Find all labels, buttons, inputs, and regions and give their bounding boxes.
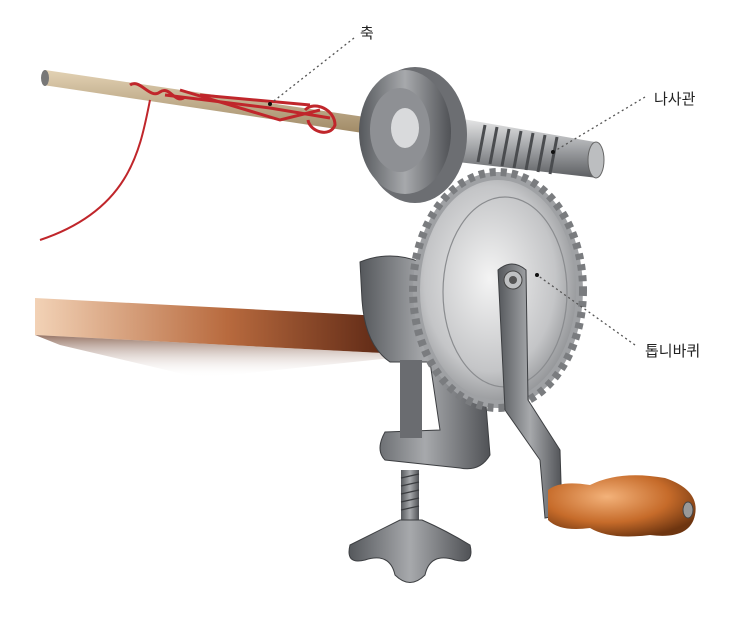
clamp (348, 255, 491, 583)
crank-arm (497, 263, 563, 519)
worm-tube-label: 나사관 (654, 90, 696, 108)
pulley (359, 67, 467, 203)
worm-tube (440, 115, 605, 179)
crank-handle (548, 475, 696, 537)
shaft (39, 70, 407, 241)
gear-wheel (409, 168, 587, 412)
leader-lines (269, 37, 646, 346)
wing-nut (348, 519, 472, 583)
table (35, 298, 420, 378)
gear-wheel-leader (536, 274, 636, 346)
shaft-label: 축 (360, 24, 374, 42)
gear-wheel-label: 톱니바퀴 (645, 342, 701, 360)
thread (39, 82, 337, 241)
shaft-leader (269, 37, 355, 105)
